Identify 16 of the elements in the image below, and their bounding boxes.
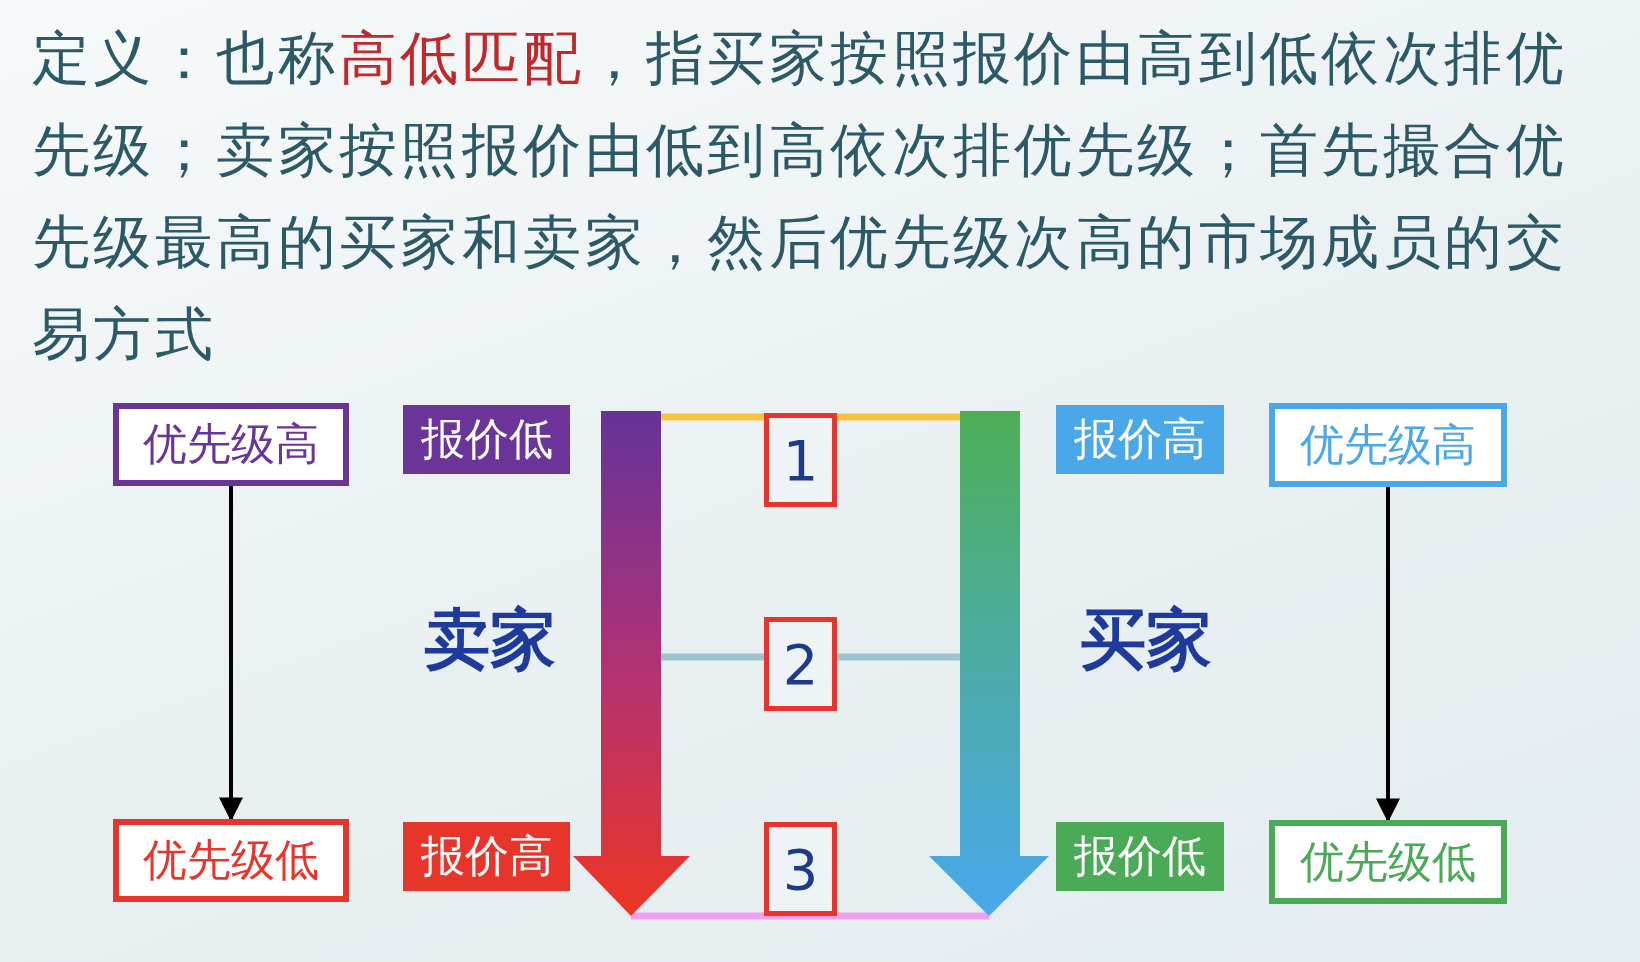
number-box: 1 (764, 413, 837, 507)
definition-paragraph: 定义：也称高低匹配，指买家按照报价由高到低依次排优先级；卖家按照报价由低到高依次排优先级；首先撮合优先级最高的买家和卖家，然后优先级次高的市场成员的交易方式 (32, 23, 1568, 370)
priority-box: 优先级低 (1269, 820, 1507, 904)
price-tag: 报价低 (1056, 822, 1224, 891)
arrow (1376, 487, 1400, 823)
price-tag: 报价低 (403, 405, 570, 474)
price-tag: 报价高 (1056, 405, 1224, 474)
priority-box: 优先级高 (113, 403, 349, 486)
role-label: 买家 (1066, 595, 1226, 685)
arrow (219, 486, 243, 822)
priority-box: 优先级高 (1269, 403, 1507, 487)
number-box: 2 (764, 617, 837, 711)
priority-box: 优先级低 (113, 819, 349, 902)
role-label: 卖家 (410, 595, 570, 685)
number-box: 3 (764, 822, 837, 916)
price-tag: 报价高 (403, 822, 570, 891)
